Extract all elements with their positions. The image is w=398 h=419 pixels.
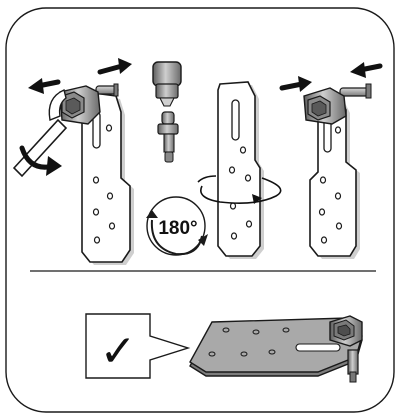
arrow-right-out-icon bbox=[97, 58, 132, 75]
hinge-pin-installed bbox=[329, 315, 363, 383]
arrow-left-out-icon bbox=[28, 78, 61, 94]
arrow-left-in-icon bbox=[350, 62, 383, 78]
hinge-plate-middle bbox=[217, 81, 264, 259]
flip-arrow-icon bbox=[197, 175, 282, 204]
hinge-pin-right bbox=[303, 83, 372, 125]
turn-arrow-icon bbox=[19, 145, 62, 176]
correct-callout: ✓ bbox=[85, 313, 191, 379]
check-icon: ✓ bbox=[100, 326, 137, 377]
arrow-right-in-icon bbox=[279, 76, 312, 92]
rotate-180-badge: 180° bbox=[146, 196, 208, 256]
hinge-pin-left bbox=[59, 83, 119, 125]
hinge-plate-right bbox=[309, 97, 360, 259]
hinge-plate-left bbox=[81, 91, 134, 265]
hinge-cap-part bbox=[152, 61, 182, 107]
rotation-label: 180° bbox=[158, 218, 197, 239]
hinge-pin-part bbox=[157, 111, 179, 163]
